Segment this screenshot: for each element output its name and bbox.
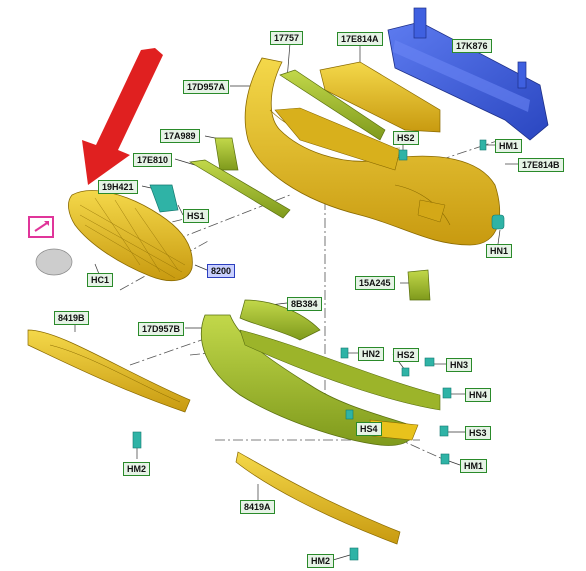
label-17D957A: 17D957A [183, 80, 230, 94]
fog-lamp-cover [35, 248, 73, 276]
label-HM2-left: HM2 [123, 462, 151, 476]
label-15A245: 15A245 [355, 276, 395, 290]
grille-8200 [68, 190, 193, 282]
label-17D957B: 17D957B [138, 322, 185, 336]
lower-bumper-17D957B [200, 314, 441, 446]
reinforcement-beam-17K876 [387, 7, 549, 141]
red-pointer-arrow [82, 48, 163, 185]
label-17A989: 17A989 [160, 129, 200, 143]
label-HM1-lower: HM1 [460, 459, 488, 473]
label-HN3: HN3 [446, 358, 473, 372]
label-HS2-lower: HS2 [393, 348, 419, 362]
label-17E814B: 17E814B [518, 158, 564, 172]
label-8419B: 8419B [54, 311, 89, 325]
strip-17E810 [188, 159, 291, 219]
absorber-strip-17757 [279, 69, 386, 141]
label-8B384: 8B384 [287, 297, 322, 311]
label-17E810: 17E810 [133, 153, 173, 167]
label-HS2-top: HS2 [393, 131, 419, 145]
lower-absorber [274, 107, 401, 171]
label-17K876: 17K876 [452, 39, 492, 53]
label-HN4: HN4 [465, 388, 492, 402]
label-HN1: HN1 [486, 244, 513, 258]
clips-top [398, 139, 505, 230]
lower-grille-8B384 [239, 299, 321, 341]
label-HN2: HN2 [358, 347, 385, 361]
label-HS1: HS1 [183, 209, 209, 223]
label-HM1-top: HM1 [495, 139, 523, 153]
label-HS3: HS3 [465, 426, 491, 440]
label-8419A: 8419A [240, 500, 275, 514]
sensor-bracket-19H421 [149, 184, 179, 213]
label-HS4: HS4 [356, 422, 382, 436]
label-17757: 17757 [270, 31, 304, 45]
label-HC1: HC1 [87, 273, 114, 287]
fog-lamp-marker-icon [28, 216, 54, 238]
clips-lower [132, 347, 452, 561]
bracket-17A989 [214, 137, 239, 171]
label-8200: 8200 [207, 264, 236, 278]
label-17E814A: 17E814A [337, 32, 383, 46]
trim-8419B [27, 329, 191, 413]
label-HM2-bottom: HM2 [307, 554, 335, 568]
trim-8419A [235, 451, 401, 545]
label-19H421: 19H421 [98, 180, 138, 194]
bracket-15A245 [407, 269, 431, 301]
